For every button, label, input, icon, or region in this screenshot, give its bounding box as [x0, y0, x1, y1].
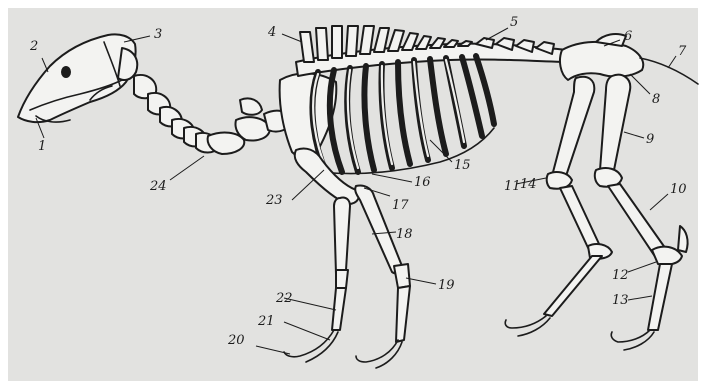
label-14: 14	[520, 177, 537, 192]
label-16: 16	[414, 175, 431, 190]
label-24: 24	[149, 179, 167, 194]
label-1: 1	[38, 139, 46, 154]
label-10: 10	[670, 182, 687, 197]
label-23: 23	[265, 193, 283, 208]
label-6: 6	[624, 29, 632, 44]
label-20: 20	[227, 333, 245, 348]
label-9: 9	[646, 132, 654, 147]
label-3: 3	[154, 27, 162, 42]
label-13: 13	[612, 293, 629, 308]
label-15: 15	[454, 158, 471, 173]
label-21: 21	[257, 314, 275, 329]
label-22: 22	[275, 291, 293, 306]
label-19: 19	[438, 278, 455, 293]
label-18: 18	[396, 227, 413, 242]
label-11: 11	[504, 179, 521, 194]
label-5: 5	[510, 15, 518, 30]
label-8: 8	[652, 92, 660, 107]
label-12: 12	[612, 268, 629, 283]
label-17: 17	[392, 198, 409, 213]
label-4: 4	[267, 25, 276, 40]
label-2: 2	[29, 39, 38, 54]
label-7: 7	[678, 44, 687, 59]
